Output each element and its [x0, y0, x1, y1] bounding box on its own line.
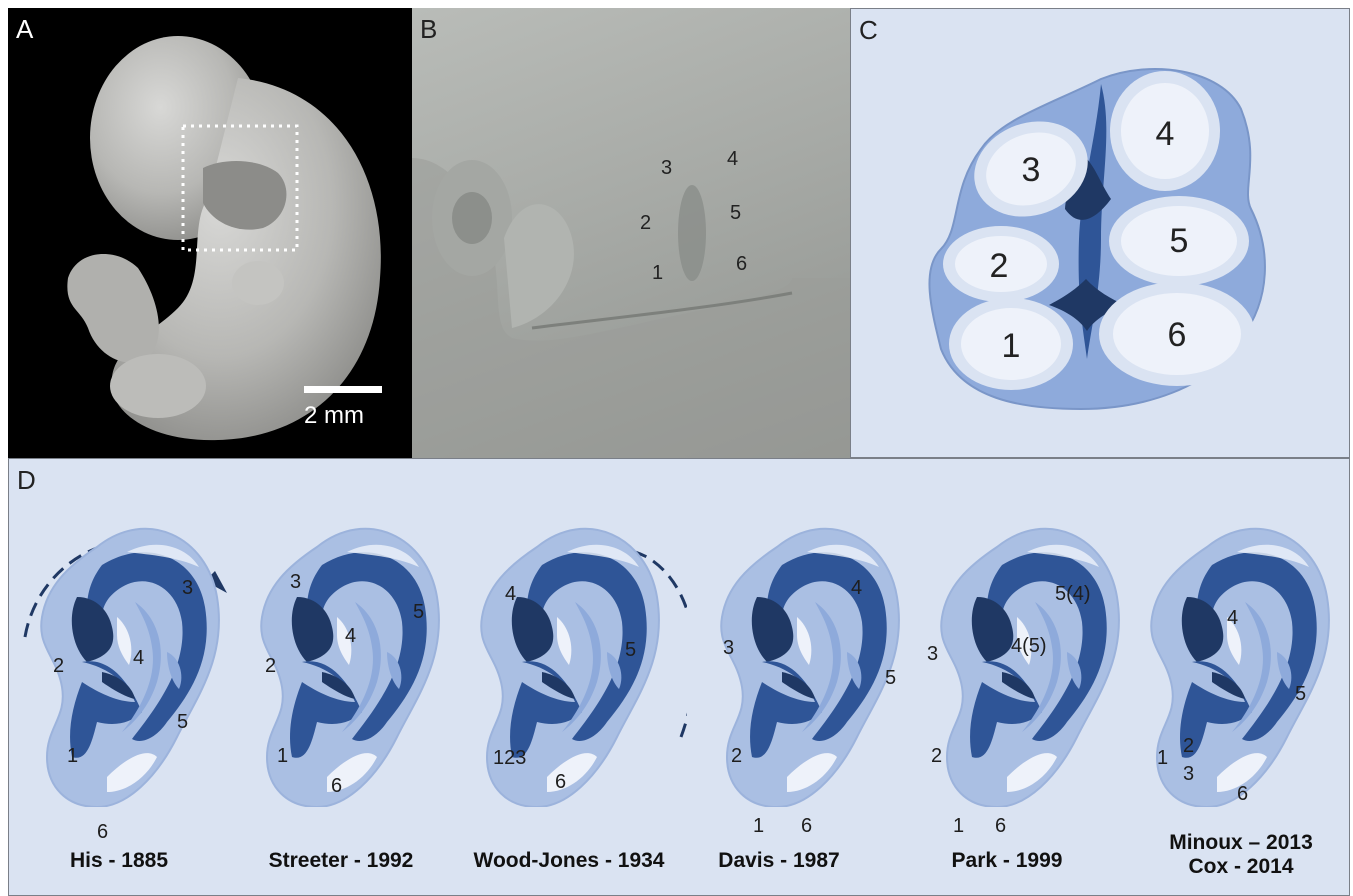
- ear-hillock-label: 3: [290, 571, 301, 594]
- ear-hillock-label: 5: [177, 711, 188, 734]
- ear-hillock-label: 3: [723, 637, 734, 660]
- ear-hillock-label: 4: [345, 625, 356, 648]
- ear-hillock-label: 2: [731, 745, 742, 768]
- schematic-hillock-5: 5: [1170, 222, 1189, 260]
- ear-hillock-label: 1: [953, 815, 964, 838]
- hillock-schematic: 3 4 2 5 1 6: [851, 9, 1350, 458]
- caption-line: Cox - 2014: [1121, 855, 1350, 879]
- ear-hillock-label: 1: [67, 745, 78, 768]
- schematic-hillock-6: 6: [1168, 316, 1187, 354]
- panel-c-letter: C: [859, 15, 878, 46]
- ear-model-caption: Davis - 1987: [659, 849, 899, 873]
- hillock-label-3: 3: [661, 157, 672, 180]
- ear-hillock-label: 5: [625, 639, 636, 662]
- ear-hillock-label: 1: [277, 745, 288, 768]
- hillock-closeup-illustration: [412, 8, 850, 458]
- ear-hillock-label: 4: [133, 647, 144, 670]
- ear-model-2: 3 5 4 2 1 6: [237, 507, 467, 807]
- ear-hillock-label: 2: [931, 745, 942, 768]
- schematic-hillock-3: 3: [1022, 151, 1041, 189]
- ear-hillock-label: 2: [265, 655, 276, 678]
- caption-line: Streeter - 1992: [221, 849, 461, 873]
- caption-line: Minoux – 2013: [1121, 831, 1350, 855]
- ear-hillock-label: 4(5): [1011, 635, 1047, 658]
- ear-hillock-label: 2: [1183, 735, 1194, 758]
- ear-hillock-label: 5(4): [1055, 583, 1091, 606]
- ear-hillock-label: 123: [493, 747, 526, 770]
- scale-bar: [304, 386, 382, 393]
- ear-hillock-label: 4: [851, 577, 862, 600]
- ear-model-caption: Streeter - 1992: [221, 849, 461, 873]
- caption-line: His - 1885: [8, 849, 239, 873]
- panel-c-hillock-schematic: C 3 4 2 5 1 6: [850, 8, 1350, 458]
- ear-hillock-label: 4: [1227, 607, 1238, 630]
- ear-hillock-label: 1: [1157, 747, 1168, 770]
- hillock-label-4: 4: [727, 148, 738, 171]
- caption-line: Wood-Jones - 1934: [449, 849, 689, 873]
- panel-b-hillock-photo: B 3 4 2 5 1 6: [412, 8, 850, 458]
- scale-bar-label: 2 mm: [304, 402, 364, 430]
- ear-hillock-label: 3: [182, 577, 193, 600]
- ear-hillock-label: 1: [753, 815, 764, 838]
- ear-hillock-label: 3: [1183, 763, 1194, 786]
- ear-model-3: 4 5 123 6: [457, 507, 687, 807]
- schematic-hillock-4: 4: [1156, 115, 1175, 153]
- hillock-label-5: 5: [730, 202, 741, 225]
- caption-line: Park - 1999: [887, 849, 1127, 873]
- ear-hillock-label: 3: [927, 643, 938, 666]
- panel-a-letter: A: [16, 14, 33, 45]
- caption-line: Davis - 1987: [659, 849, 899, 873]
- hillock-label-1: 1: [652, 262, 663, 285]
- hillock-label-6: 6: [736, 253, 747, 276]
- ear-hillock-label: 6: [1237, 783, 1248, 806]
- ear-hillock-label: 5: [1295, 683, 1306, 706]
- ear-model-caption: Park - 1999: [887, 849, 1127, 873]
- panel-d-letter: D: [17, 465, 36, 496]
- ear-hillock-label: 6: [97, 821, 108, 844]
- ear-hillock-label: 6: [801, 815, 812, 838]
- schematic-hillock-1: 1: [1002, 327, 1021, 365]
- ear-hillock-label: 5: [885, 667, 896, 690]
- ear-hillock-label: 4: [505, 583, 516, 606]
- ear-model-caption: His - 1885: [8, 849, 239, 873]
- ear-hillock-label: 6: [555, 771, 566, 794]
- panel-a-embryo-photo: A 2 mm: [8, 8, 412, 458]
- ear-hillock-label: 2: [53, 655, 64, 678]
- ear-hillock-label: 5: [413, 601, 424, 624]
- ear-hillock-label: 6: [331, 775, 342, 798]
- panel-b-letter: B: [420, 14, 437, 45]
- hillock-label-2: 2: [640, 212, 651, 235]
- ear-model-caption: Wood-Jones - 1934: [449, 849, 689, 873]
- schematic-hillock-2: 2: [990, 247, 1009, 285]
- ear-hillock-label: 6: [995, 815, 1006, 838]
